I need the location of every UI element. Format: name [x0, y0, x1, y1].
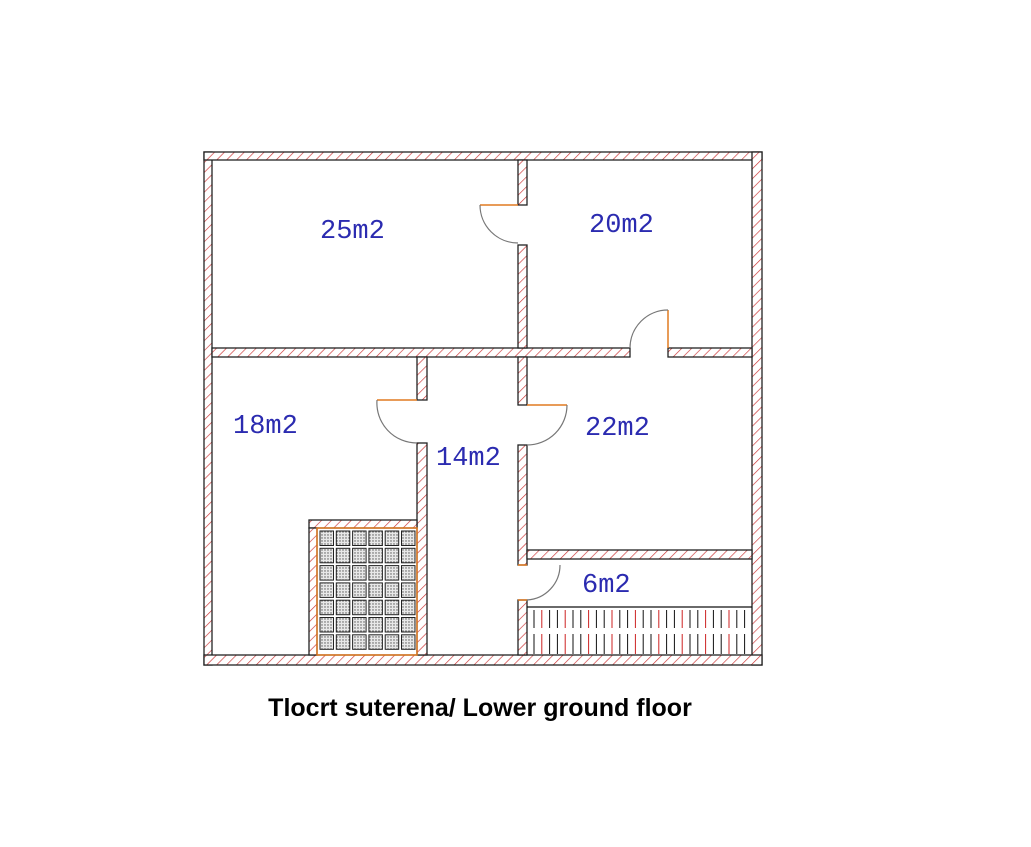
stair-tile: [384, 565, 400, 581]
room-label-20: 20m2: [589, 211, 654, 241]
plan-caption: Tlocrt suterena/ Lower ground floor: [268, 694, 692, 722]
middle-wall-right: [667, 347, 753, 358]
room-label-22: 22m2: [585, 414, 650, 444]
room-label-14: 14m2: [436, 444, 501, 474]
stair-tile: [368, 582, 383, 598]
stair-tile: [352, 617, 367, 633]
vertical-wall-mid-c: [517, 599, 528, 656]
stair-tile: [335, 617, 351, 633]
stair-tile: [335, 599, 351, 616]
stair-tile: [368, 530, 383, 546]
stair-tile: [384, 530, 400, 546]
stair-tile: [335, 634, 351, 650]
stair-tile: [384, 547, 400, 564]
outer-wall-bottom: [203, 654, 763, 666]
stair-tile: [384, 599, 400, 616]
stair-tile: [401, 530, 416, 546]
stair-tile: [368, 565, 383, 581]
stair-tile: [319, 617, 334, 633]
stair-tile: [335, 547, 351, 564]
walls: [203, 151, 763, 666]
stair-tile: [368, 617, 383, 633]
stair-tile: [352, 582, 367, 598]
stair-tile: [401, 634, 416, 650]
doors: [376, 204, 669, 601]
stair-wall-top: [308, 519, 418, 529]
vertical-wall-mid-a: [517, 356, 528, 406]
stair-tile: [384, 582, 400, 598]
stair-tile: [319, 530, 334, 546]
stair-tile: [401, 547, 416, 564]
stair-tile: [384, 634, 400, 650]
stair-tile: [352, 565, 367, 581]
storage-wall: [526, 549, 753, 560]
stair-tile: [319, 547, 334, 564]
room-label-25: 25m2: [320, 217, 385, 247]
stair-tile: [401, 582, 416, 598]
room-label-18: 18m2: [233, 412, 298, 442]
hall-wall-a: [416, 356, 428, 401]
stair-tile: [335, 565, 351, 581]
stair-tile: [401, 565, 416, 581]
staircase: [316, 527, 418, 656]
stair-tile: [384, 617, 400, 633]
stair-tile: [368, 634, 383, 650]
stair-tile: [352, 599, 367, 616]
room-label-6: 6m2: [582, 571, 631, 601]
stair-tile: [335, 530, 351, 546]
middle-wall-left: [211, 347, 631, 358]
stair-tile: [319, 599, 334, 616]
storage-stairs: [527, 606, 752, 654]
outer-wall-left: [203, 151, 213, 666]
vertical-wall-top-b: [517, 244, 528, 349]
stair-tile: [319, 565, 334, 581]
vertical-wall-mid-b: [517, 444, 528, 566]
stair-tile: [319, 582, 334, 598]
stair-tile: [335, 582, 351, 598]
vertical-wall-top-a: [517, 159, 528, 206]
stair-tile: [368, 599, 383, 616]
stair-tile: [352, 547, 367, 564]
stair-tile: [352, 634, 367, 650]
stair-wall-left: [308, 527, 318, 656]
stair-tile: [368, 547, 383, 564]
outer-wall-right: [751, 151, 763, 666]
stair-tile: [401, 599, 416, 616]
stair-tile: [319, 634, 334, 650]
hall-wall-b: [416, 442, 428, 656]
stair-tile: [352, 530, 367, 546]
stair-tile: [401, 617, 416, 633]
outer-wall-top: [203, 151, 763, 161]
